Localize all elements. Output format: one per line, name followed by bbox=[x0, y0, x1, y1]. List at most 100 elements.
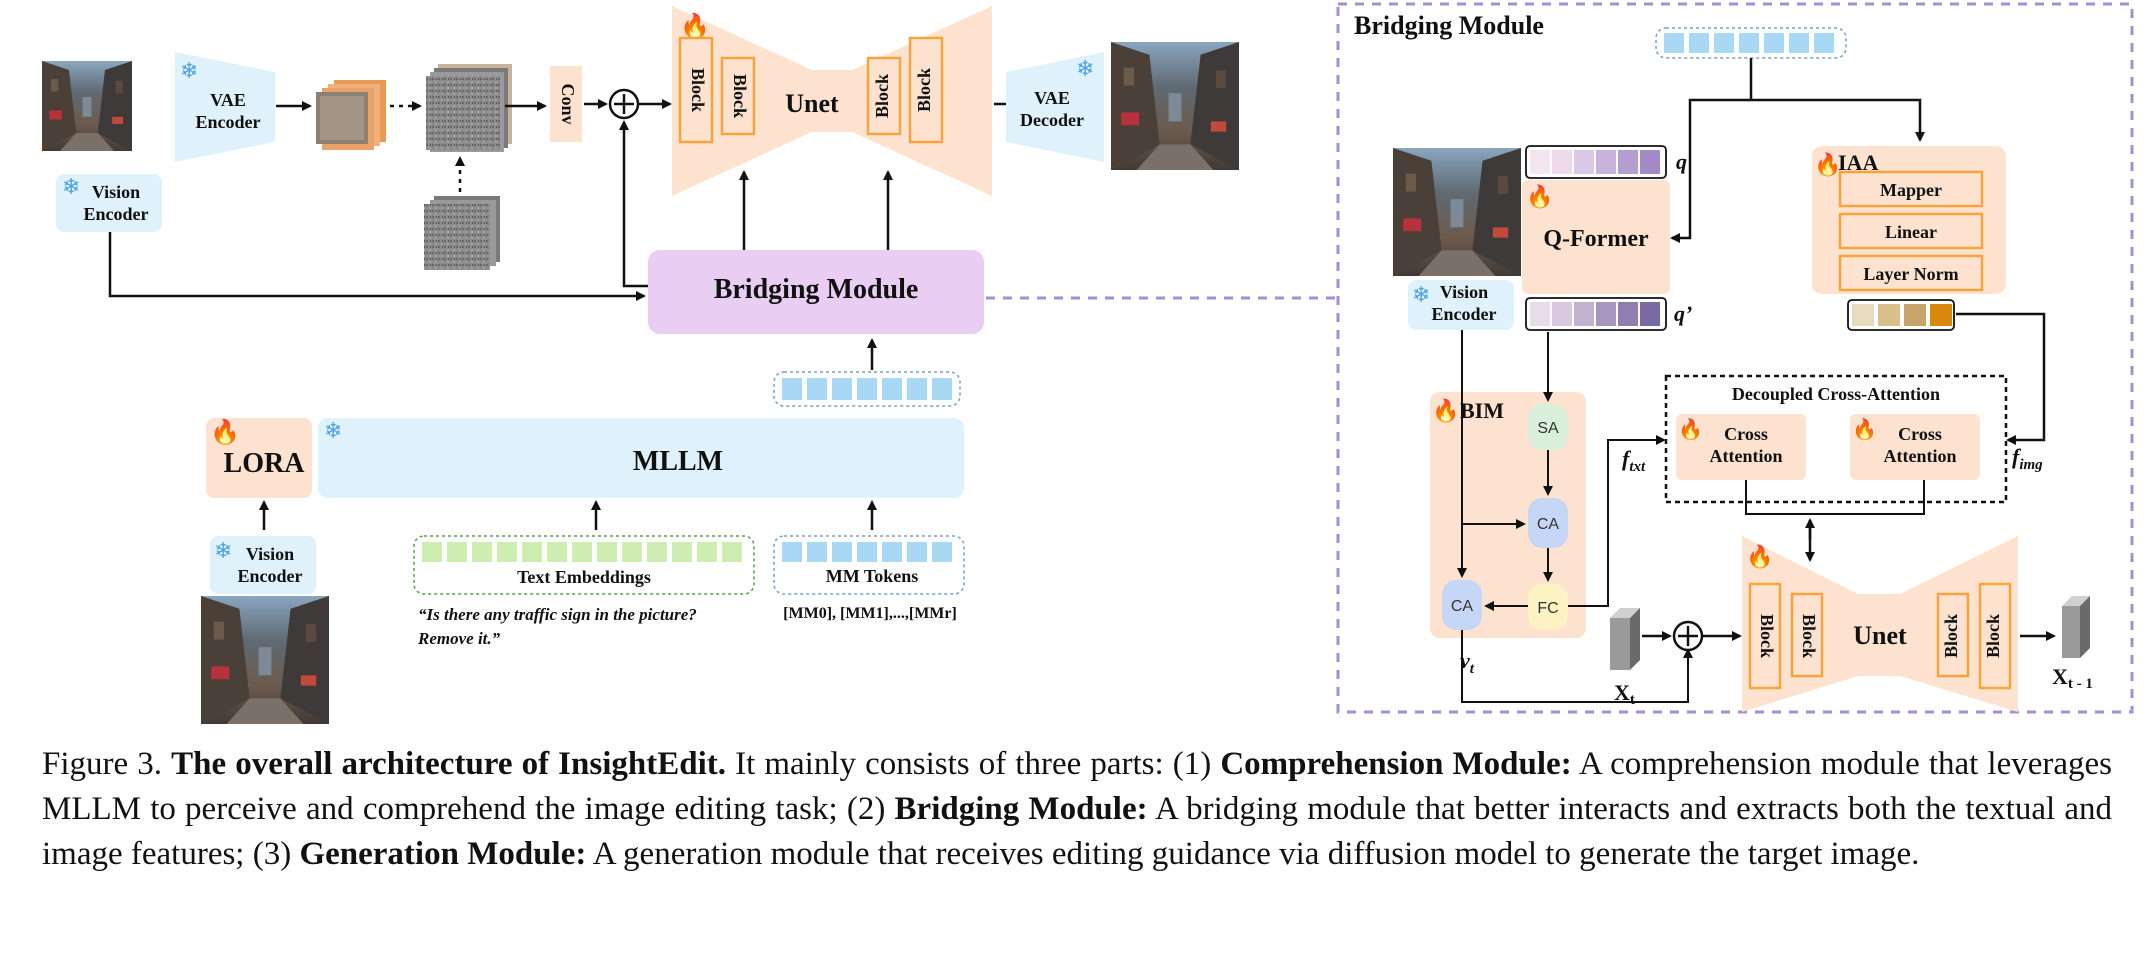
snowflake-icon: ❄ bbox=[324, 418, 342, 443]
svg-text:Xt - 1: Xt - 1 bbox=[2052, 664, 2093, 692]
caption-intro: It mainly consists of three parts: (1) bbox=[735, 746, 1212, 782]
panel-input-image bbox=[1393, 148, 1521, 276]
token-square bbox=[1764, 33, 1784, 53]
text-token-square bbox=[422, 542, 442, 562]
mm-token-square bbox=[807, 542, 827, 562]
snowflake-icon: ❄ bbox=[180, 58, 198, 83]
snowflake-icon: ❄ bbox=[1412, 282, 1430, 307]
query-token-square bbox=[1552, 302, 1572, 326]
fire-icon: 🔥 bbox=[210, 418, 240, 446]
conv-layer: Conv bbox=[550, 66, 582, 142]
token-square bbox=[1664, 33, 1684, 53]
fire-icon: 🔥 bbox=[1678, 417, 1703, 441]
add-operator bbox=[608, 88, 640, 120]
token-square bbox=[882, 378, 902, 400]
xt-minus-1-latent: Xt - 1 bbox=[2052, 596, 2093, 692]
svg-text:Text Embeddings: Text Embeddings bbox=[517, 567, 651, 587]
svg-text:MM Tokens: MM Tokens bbox=[826, 566, 919, 586]
svg-text:MLLM: MLLM bbox=[633, 446, 723, 477]
input-image bbox=[42, 61, 132, 151]
svg-text:Block: Block bbox=[872, 74, 892, 118]
mm-token-square bbox=[832, 542, 852, 562]
svg-text:Unet: Unet bbox=[1853, 621, 1907, 650]
query-token-square bbox=[1618, 302, 1638, 326]
mm-token-square bbox=[782, 542, 802, 562]
token-square bbox=[1789, 33, 1809, 53]
bridging-module-panel bbox=[1336, 2, 2134, 714]
svg-text:CA: CA bbox=[1537, 516, 1560, 533]
svg-text:Linear: Linear bbox=[1885, 222, 1937, 242]
svg-text:BIM: BIM bbox=[1460, 398, 1504, 423]
text-token-square bbox=[672, 542, 692, 562]
svg-text:Block: Block bbox=[1799, 614, 1819, 658]
text-token-square bbox=[497, 542, 517, 562]
latent-stack bbox=[316, 80, 386, 150]
text-token-square bbox=[622, 542, 642, 562]
query-token-square bbox=[1596, 150, 1616, 174]
svg-text:Block: Block bbox=[1941, 614, 1961, 658]
svg-text:Block: Block bbox=[730, 74, 750, 118]
query-token-square bbox=[1640, 150, 1660, 174]
svg-text:Block: Block bbox=[688, 68, 708, 112]
svg-text:Mapper: Mapper bbox=[1880, 180, 1942, 200]
input-image-bottom bbox=[201, 596, 329, 724]
caption-part3-name: Generation Module: bbox=[299, 836, 587, 872]
query-token-square bbox=[1530, 150, 1550, 174]
figure-caption: Figure 3. The overall architecture of In… bbox=[42, 742, 2112, 877]
query-token-square bbox=[1530, 302, 1550, 326]
fire-icon: 🔥 bbox=[1814, 152, 1841, 177]
f-img-label: fimg bbox=[2012, 444, 2043, 473]
text-token-square bbox=[697, 542, 717, 562]
token-square bbox=[857, 378, 877, 400]
caption-prefix: Figure 3. bbox=[42, 746, 163, 782]
bridging-module-block: Bridging Module bbox=[648, 250, 984, 334]
svg-text:Block: Block bbox=[1757, 614, 1777, 658]
mm-token-square bbox=[882, 542, 902, 562]
svg-text:SA: SA bbox=[1537, 420, 1559, 437]
text-token-square bbox=[472, 542, 492, 562]
v-t-label: vt bbox=[1460, 648, 1475, 677]
f-txt-label: ftxt bbox=[1622, 446, 1646, 475]
unet-panel: 🔥 Block Block Block Block Unet bbox=[1742, 536, 2018, 712]
mllm-block: ❄ MLLM bbox=[318, 418, 964, 498]
bim-block: 🔥 BIM SA CA FC CA bbox=[1430, 392, 1586, 638]
image-feature-token-square bbox=[1878, 304, 1900, 326]
token-square bbox=[1714, 33, 1734, 53]
q-former-block: 🔥 Q-Former bbox=[1522, 180, 1670, 294]
caption-part1-name: Comprehension Module: bbox=[1220, 746, 1572, 782]
image-feature-token-square bbox=[1904, 304, 1926, 326]
mm-token-square bbox=[932, 542, 952, 562]
caption-title: The overall architecture of InsightEdit. bbox=[171, 746, 726, 782]
token-square bbox=[1689, 33, 1709, 53]
svg-text:Block: Block bbox=[914, 68, 934, 112]
query-token-square bbox=[1574, 150, 1594, 174]
text-token-square bbox=[647, 542, 667, 562]
token-square bbox=[1739, 33, 1759, 53]
unet-top: 🔥 Block Block Block Block Unet bbox=[672, 6, 992, 196]
query-token-square bbox=[1618, 150, 1638, 174]
mm-token-list: [MM0], [MM1],...,[MMr] bbox=[783, 605, 957, 622]
text-embeddings: Text Embeddings bbox=[413, 535, 755, 595]
token-square bbox=[907, 378, 927, 400]
svg-text:Unet: Unet bbox=[785, 89, 839, 118]
svg-text:CA: CA bbox=[1451, 598, 1474, 615]
text-token-square bbox=[572, 542, 592, 562]
svg-text:Layer Norm: Layer Norm bbox=[1863, 264, 1958, 284]
svg-text:LORA: LORA bbox=[224, 448, 306, 479]
text-token-square bbox=[597, 542, 617, 562]
iaa-block: 🔥 IAA Mapper Linear Layer Norm bbox=[1812, 146, 2006, 294]
snowflake-icon: ❄ bbox=[1076, 56, 1094, 81]
token-square bbox=[1814, 33, 1834, 53]
add-operator-panel bbox=[1672, 620, 1704, 652]
svg-text:Q-Former: Q-Former bbox=[1543, 226, 1649, 252]
